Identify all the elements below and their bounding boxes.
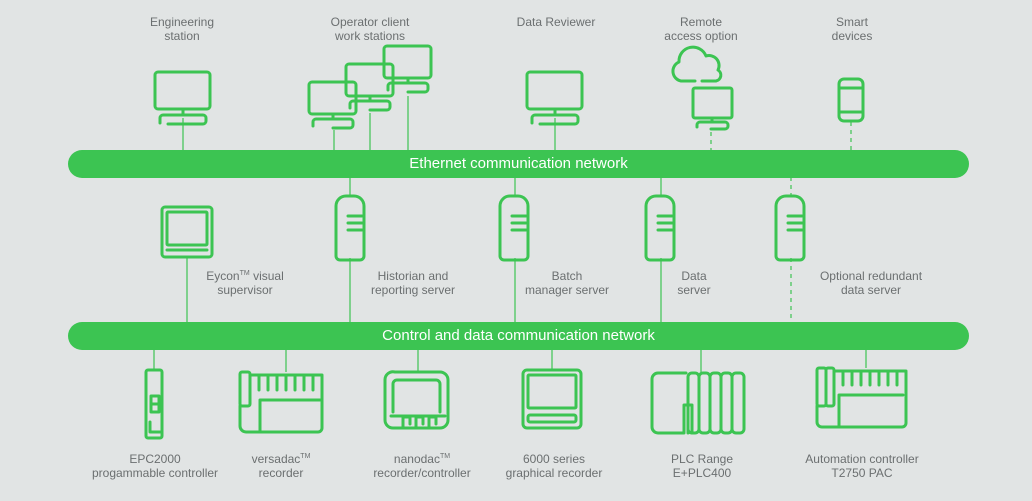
label-eycon-visual-supervisor: EyconTM visual supervisor (206, 269, 284, 297)
top-wires (182, 96, 852, 150)
label-line: versadacTM (252, 452, 311, 466)
label-line: Engineering (149, 15, 215, 29)
label-line: recorder/controller (373, 466, 471, 480)
label-line: supervisor (217, 283, 273, 297)
monitor-stack-icon (307, 44, 433, 130)
label-operator-client-work-stations: Operator client work stations (331, 15, 410, 43)
din-module-icon (144, 368, 164, 440)
label-line: data server (840, 283, 902, 297)
label-versadac-recorder: versadacTM recorder (252, 452, 311, 480)
middle-wires (186, 177, 792, 322)
label-t2750-pac: Automation controller T2750 PAC (805, 452, 918, 480)
panel-display-icon (160, 205, 214, 259)
server-icon (498, 194, 530, 262)
label-line: T2750 PAC (831, 466, 893, 480)
graphical-recorder-icon (521, 368, 583, 430)
terminal-recorder-icon (238, 370, 324, 434)
bottom-wires (153, 349, 867, 372)
trademark-mark: TM (239, 270, 250, 277)
label-line: progammable controller (91, 466, 219, 480)
label-line: E+PLC400 (672, 466, 732, 480)
label-line: reporting server (370, 283, 456, 297)
monitor-icon (525, 70, 584, 126)
label-optional-redundant-data-server: Optional redundant data server (820, 269, 922, 297)
label-line: Data Reviewer (516, 15, 596, 29)
label-line: nanodacTM (373, 452, 470, 466)
label-text: versadac (251, 452, 301, 466)
label-nanodac-recorder-controller: nanodacTM recorder/controller (373, 452, 470, 480)
label-line: Optional redundant (819, 269, 923, 283)
monitor-icon (153, 70, 212, 126)
label-line: EyconTM visual (206, 269, 284, 283)
label-line: Smart (835, 15, 868, 29)
label-line: Data (681, 269, 707, 283)
label-line: server (677, 283, 711, 297)
smartphone-icon (837, 77, 865, 123)
label-line: Remote (679, 15, 723, 29)
label-smart-devices: Smart devices (832, 15, 873, 43)
label-line: 6000 series (522, 452, 586, 466)
label-line: station (164, 29, 200, 43)
label-plc-range: PLC Range E+PLC400 (671, 452, 733, 480)
label-line: EPC2000 (129, 452, 181, 466)
trademark-mark: TM (300, 453, 311, 460)
plc-rack-icon (650, 371, 746, 435)
ethernet-network-label: Ethernet communication network (409, 155, 628, 172)
label-data-server: Data server (677, 269, 710, 297)
label-batch-manager-server: Batch manager server (525, 269, 609, 297)
control-network-bus: Control and data communication network (68, 322, 969, 350)
server-icon (774, 194, 806, 262)
label-text: visual (253, 269, 284, 283)
label-epc2000-controller: EPC2000 progammable controller (92, 452, 218, 480)
label-line: Historian and (377, 269, 449, 283)
label-remote-access-option: Remote access option (664, 15, 737, 43)
label-line: access option (664, 29, 738, 43)
label-line: Batch (551, 269, 583, 283)
label-6000-series-recorder: 6000 series graphical recorder (506, 452, 603, 480)
label-text: Eycon (206, 269, 240, 283)
label-line: Automation controller (805, 452, 919, 466)
label-line: devices (831, 29, 873, 43)
ethernet-network-bus: Ethernet communication network (68, 150, 969, 178)
label-line: Operator client (330, 15, 410, 29)
cloud-monitor-icon (671, 45, 734, 131)
label-line: recorder (258, 466, 304, 480)
label-line: manager server (524, 283, 610, 297)
nanodac-icon (383, 370, 450, 430)
label-line: graphical recorder (505, 466, 603, 480)
label-line: work stations (334, 29, 406, 43)
server-icon (334, 194, 366, 262)
label-data-reviewer: Data Reviewer (517, 15, 596, 29)
server-icon (644, 194, 676, 262)
label-line: PLC Range (670, 452, 734, 466)
label-engineering-station: Engineering station (150, 15, 214, 43)
label-text: nanodac (393, 452, 440, 466)
control-network-label: Control and data communication network (382, 327, 655, 344)
automation-controller-icon (815, 366, 908, 429)
trademark-mark: TM (439, 453, 451, 460)
label-historian-reporting-server: Historian and reporting server (371, 269, 455, 297)
